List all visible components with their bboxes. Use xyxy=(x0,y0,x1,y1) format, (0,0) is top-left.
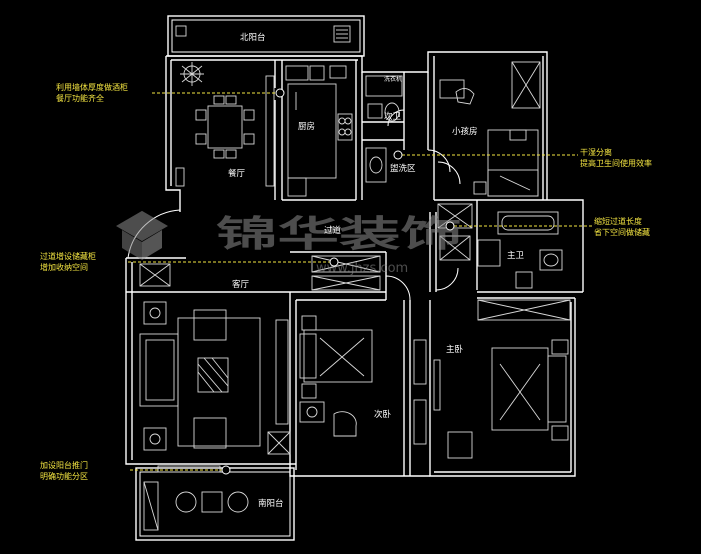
note-storage-line2: 增加收纳空间 xyxy=(40,262,88,272)
annotations: 利用墙体厚度做酒柜 餐厅功能齐全 干湿分离 提高卫生间使用效率 缩短过道长度 省… xyxy=(40,82,652,481)
note-wine-cabinet-line1: 利用墙体厚度做酒柜 xyxy=(56,82,128,92)
doors xyxy=(127,109,461,301)
wash-area-label: 盥洗区 xyxy=(390,163,416,174)
furniture xyxy=(139,61,571,531)
south-balcony-label: 南阳台 xyxy=(258,498,284,509)
note-balcony-door-line2: 明确功能分区 xyxy=(40,471,88,481)
kids-room-label: 小孩房 xyxy=(452,126,478,137)
toilet-label: 次卫 xyxy=(384,111,402,122)
note-short-corridor-line2: 省下空间做储藏 xyxy=(594,227,650,237)
marker-short-corridor xyxy=(445,221,455,231)
chair-icon xyxy=(455,88,475,105)
master-bedroom-label: 主卧 xyxy=(446,344,464,355)
marker-balcony-door xyxy=(221,465,231,475)
watermark: 锦华装饰 www.jhzs.com xyxy=(116,210,462,276)
washer-label: 洗衣机 xyxy=(384,75,402,83)
note-balcony-door-line1: 加设阳台推门 xyxy=(40,460,88,470)
walls xyxy=(125,15,584,541)
marker-storage xyxy=(329,257,339,267)
room-labels: 北阳台 餐厅 厨房 次卫 盥洗区 小孩房 过道 主卫 客厅 次卧 主卧 南阳台 … xyxy=(228,32,525,509)
second-bedroom-label: 次卧 xyxy=(374,409,392,420)
note-wet-dry-line1: 干湿分离 xyxy=(580,147,612,157)
note-wine-cabinet-line2: 餐厅功能齐全 xyxy=(56,93,104,103)
watermark-url: www.jhzs.com xyxy=(316,261,408,276)
kitchen-label: 厨房 xyxy=(298,121,315,132)
note-storage-line1: 过道增设储藏柜 xyxy=(40,251,96,261)
master-bath-label: 主卫 xyxy=(507,250,525,261)
plant-icon xyxy=(180,62,204,86)
dining-label: 餐厅 xyxy=(228,169,246,179)
corridor-label: 过道 xyxy=(324,225,342,236)
note-short-corridor-line1: 缩短过道长度 xyxy=(594,216,642,226)
marker-wet-dry xyxy=(393,150,403,160)
marker-wine-cabinet xyxy=(275,88,285,98)
watermark-logo-icon xyxy=(116,210,168,260)
living-room-label: 客厅 xyxy=(232,279,250,290)
note-wet-dry-line2: 提高卫生间使用效率 xyxy=(580,158,652,168)
watermark-brand: 锦华装饰 xyxy=(216,214,462,255)
north-balcony-label: 北阳台 xyxy=(240,32,266,43)
